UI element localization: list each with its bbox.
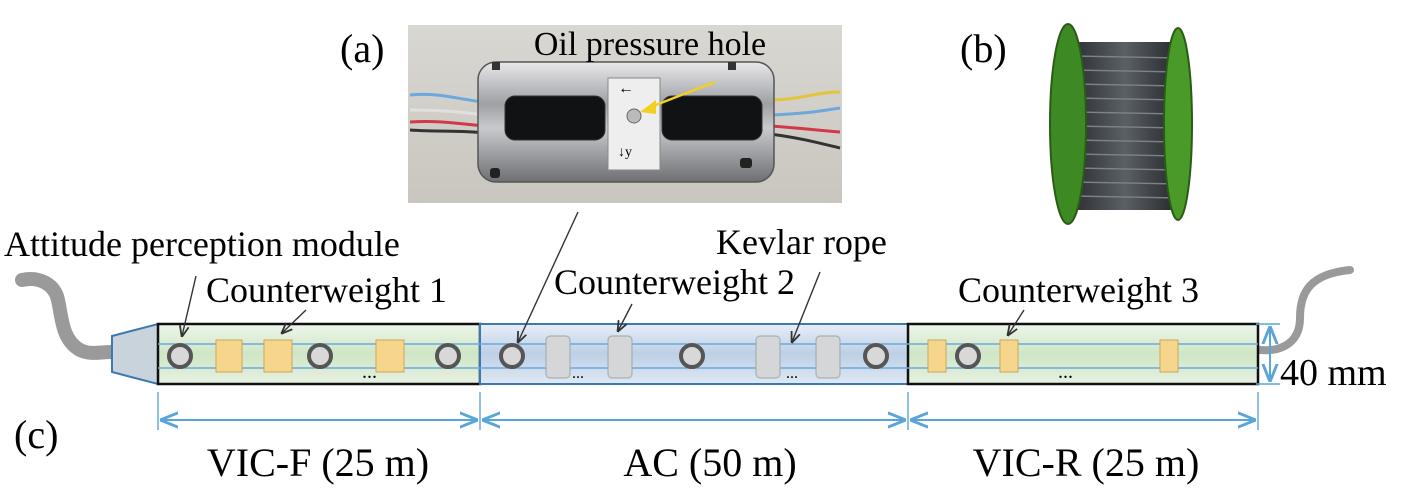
diameter-label: 40 mm (1280, 352, 1387, 394)
attitude-module-label: Attitude perception module (4, 224, 400, 264)
counterweight-2-block (545, 335, 571, 379)
kevlar-rope-pointer (792, 271, 821, 342)
oil-hole-pointer-head (640, 100, 656, 114)
ellipsis-vic-f: ... (362, 361, 377, 383)
marking-y-text: ↓y (618, 145, 632, 160)
counterweight-1-pointer (282, 309, 307, 333)
attitude-module-ring (167, 343, 193, 369)
counterweight-2-label: Counterweight 2 (554, 262, 795, 302)
counterweight-block (215, 339, 243, 373)
counterweight-2-block (755, 335, 781, 379)
oil-pressure-hole-label: Oil pressure hole (534, 26, 766, 63)
screw-left (490, 168, 500, 178)
panel-label-c: (c) (14, 412, 58, 457)
ellipsis-vic-r: ... (1058, 361, 1073, 383)
spool-flange-left (1049, 23, 1087, 225)
counterweight-block (1159, 339, 1179, 373)
window-right (661, 95, 763, 141)
counterweight-block (375, 339, 405, 373)
ring-module (435, 343, 461, 369)
photo-b (1049, 23, 1193, 225)
spool-flange-right (1163, 27, 1193, 221)
window-left (504, 95, 606, 141)
ac-contents: ... ... (499, 335, 889, 382)
length-extension-lines (157, 392, 1259, 430)
panel-label-a: (a) (340, 26, 384, 71)
counterweight-block (927, 339, 947, 373)
ellipsis-ac-2: ... (786, 365, 798, 382)
counterweight-block (999, 339, 1019, 373)
photo-a: ← ↓y Oil pressure hole (408, 25, 842, 203)
attitude-module-pointer (182, 275, 197, 336)
counterweight-2-block (815, 335, 841, 379)
ring-module (955, 343, 981, 369)
ring-module (863, 343, 889, 369)
counterweight-1-label: Counterweight 1 (206, 270, 447, 310)
counterweight-2-pointer (618, 303, 633, 331)
oil-pressure-hole (626, 108, 642, 124)
counterweight-3-pointer (1008, 309, 1025, 335)
section-label-vic-f: VIC-F (25 m) (207, 440, 429, 485)
oil-hole-to-module-pointer (518, 211, 579, 342)
ellipsis-ac-1: ... (572, 365, 584, 382)
ring-module (307, 343, 333, 369)
counterweight-3-label: Counterweight 3 (958, 270, 1199, 310)
panel-label-b: (b) (960, 26, 1007, 71)
spool-windings (1071, 55, 1179, 199)
kevlar-rope-label: Kevlar rope (716, 222, 887, 262)
ring-module (679, 343, 705, 369)
ring-module (499, 343, 525, 369)
section-label-vic-r: VIC-R (25 m) (973, 440, 1200, 485)
nose-cone (111, 322, 159, 386)
wires-right (769, 90, 841, 150)
section-vic-f (156, 322, 482, 386)
screw-top-left (492, 62, 500, 70)
cable-front (15, 272, 119, 360)
section-label-ac: AC (50 m) (623, 440, 796, 485)
center-label-patch (607, 77, 661, 171)
screw-top-right (728, 62, 736, 70)
counterweight-2-block (607, 335, 633, 379)
screw-right (740, 158, 752, 168)
vic-r-contents: ... (927, 339, 1179, 383)
cable-rear (1256, 266, 1354, 355)
vic-f-contents: ... (167, 339, 461, 383)
counterweight-block (263, 339, 293, 373)
marking-arrow-icon: ← (618, 80, 634, 97)
oil-hole-pointer (647, 80, 716, 110)
